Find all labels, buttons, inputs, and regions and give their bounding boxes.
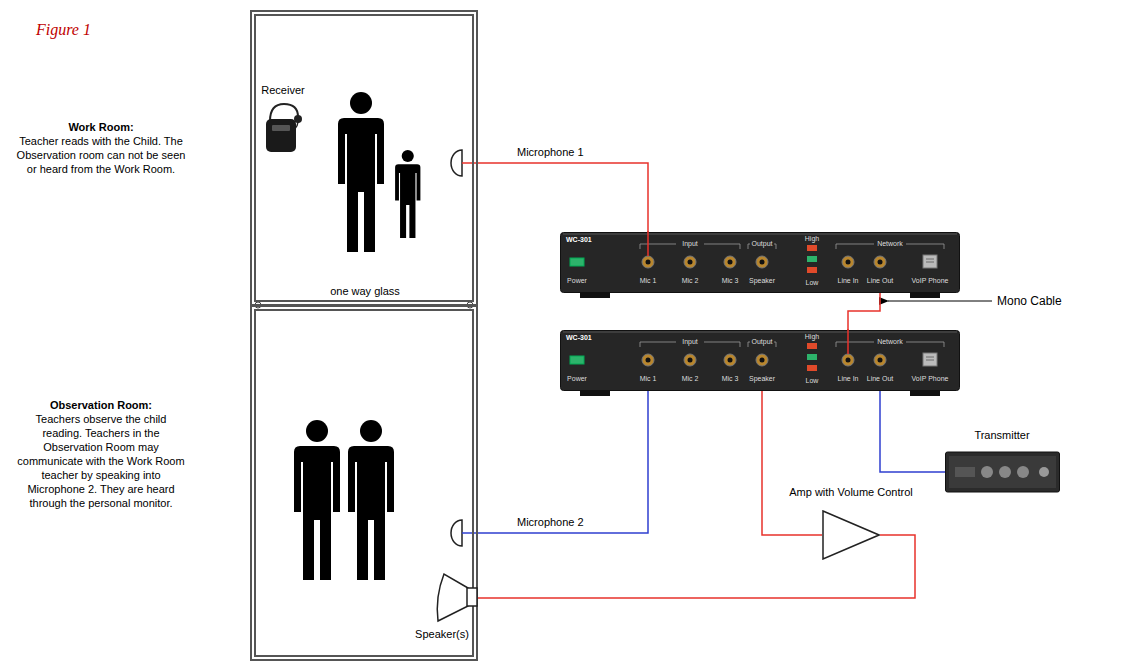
panel-label: Speaker xyxy=(749,277,775,285)
model-name: WC-301 xyxy=(566,334,592,342)
panel-label: Mic 1 xyxy=(640,375,657,383)
observation-room: Observation Room:Teachers observe the ch… xyxy=(250,305,478,661)
room-note: Teachers observe the child reading. Teac… xyxy=(16,412,186,510)
panel-label: VoIP Phone xyxy=(912,375,949,383)
icon-label: Transmitter xyxy=(952,429,1052,442)
wc-301-unit: WC-301Power InputMic 1 Mic 2 Mic 3 OutputSpe… xyxy=(560,330,960,391)
room-description: Work Room:Teacher reads with the Child. … xyxy=(16,120,186,176)
figure-number: Figure 1 xyxy=(36,20,91,39)
cable-connector xyxy=(478,163,648,232)
panel-label: Line Out xyxy=(867,277,893,285)
microphone-symbol xyxy=(451,150,462,176)
observer-figure xyxy=(348,420,394,580)
panel-label: VoIP Phone xyxy=(912,277,949,285)
cable-connector xyxy=(848,293,880,330)
model-name: WC-301 xyxy=(566,236,592,244)
amplifier: Amp with Volume Control xyxy=(822,510,880,560)
panel-label: Output xyxy=(751,240,772,248)
cable-label: Mono Cable xyxy=(997,294,1062,308)
room-description: Observation Room:Teachers observe the ch… xyxy=(16,398,186,510)
panel-label: Line In xyxy=(837,277,858,285)
speaker-icon: Speaker(s) xyxy=(432,570,478,625)
panel-label: Mic 2 xyxy=(682,375,699,383)
wire-label: Microphone 2 xyxy=(515,516,586,529)
cable-connector xyxy=(478,391,648,533)
room-heading: Work Room: xyxy=(16,120,186,134)
panel-label: High xyxy=(805,333,819,341)
panel-label: Mic 3 xyxy=(722,277,739,285)
glass-label: one way glass xyxy=(310,285,420,298)
microphone-symbol xyxy=(451,520,462,546)
receiver-drawing xyxy=(262,101,304,153)
room-note: Teacher reads with the Child. The Observ… xyxy=(16,134,186,176)
panel-label: Line Out xyxy=(867,375,893,383)
panel-label: Input xyxy=(682,338,698,346)
teacher-figure xyxy=(338,92,384,252)
panel-label: Power xyxy=(567,277,587,285)
panel-label: Mic 2 xyxy=(682,277,699,285)
work-room: Work Room:Teacher reads with the Child. … xyxy=(250,10,478,306)
icon-label: Amp with Volume Control xyxy=(782,486,920,499)
panel-label: Low xyxy=(806,377,819,385)
icon-label: Receiver xyxy=(252,84,314,97)
panel-label: Input xyxy=(682,240,698,248)
panel-label: Network xyxy=(877,240,903,248)
cable-connector xyxy=(762,391,822,535)
cable-connector xyxy=(880,391,945,472)
panel-label: Output xyxy=(751,338,772,346)
icon-label: Speaker(s) xyxy=(412,628,472,641)
transmitter-drawing xyxy=(945,446,1060,498)
panel-label: Low xyxy=(806,279,819,287)
panel-label: Line In xyxy=(837,375,858,383)
panel-label: Mic 3 xyxy=(722,375,739,383)
wc-301-unit: WC-301Power InputMic 1 Mic 2 Mic 3 OutputSpe… xyxy=(560,232,960,293)
panel-label: High xyxy=(805,235,819,243)
speaker-drawing xyxy=(432,570,478,625)
panel-label: Network xyxy=(877,338,903,346)
child-figure xyxy=(395,150,420,238)
wire-label: Microphone 1 xyxy=(515,146,586,159)
amplifier-triangle xyxy=(822,510,880,560)
leader-line xyxy=(888,301,992,302)
panel-label: Power xyxy=(567,375,587,383)
transmitter: Transmitter xyxy=(945,446,1060,498)
panel-label: Mic 1 xyxy=(640,277,657,285)
observer-figure xyxy=(294,420,340,580)
panel-label: Speaker xyxy=(749,375,775,383)
receiver-icon: Receiver xyxy=(262,101,304,153)
room-heading: Observation Room: xyxy=(16,398,186,412)
